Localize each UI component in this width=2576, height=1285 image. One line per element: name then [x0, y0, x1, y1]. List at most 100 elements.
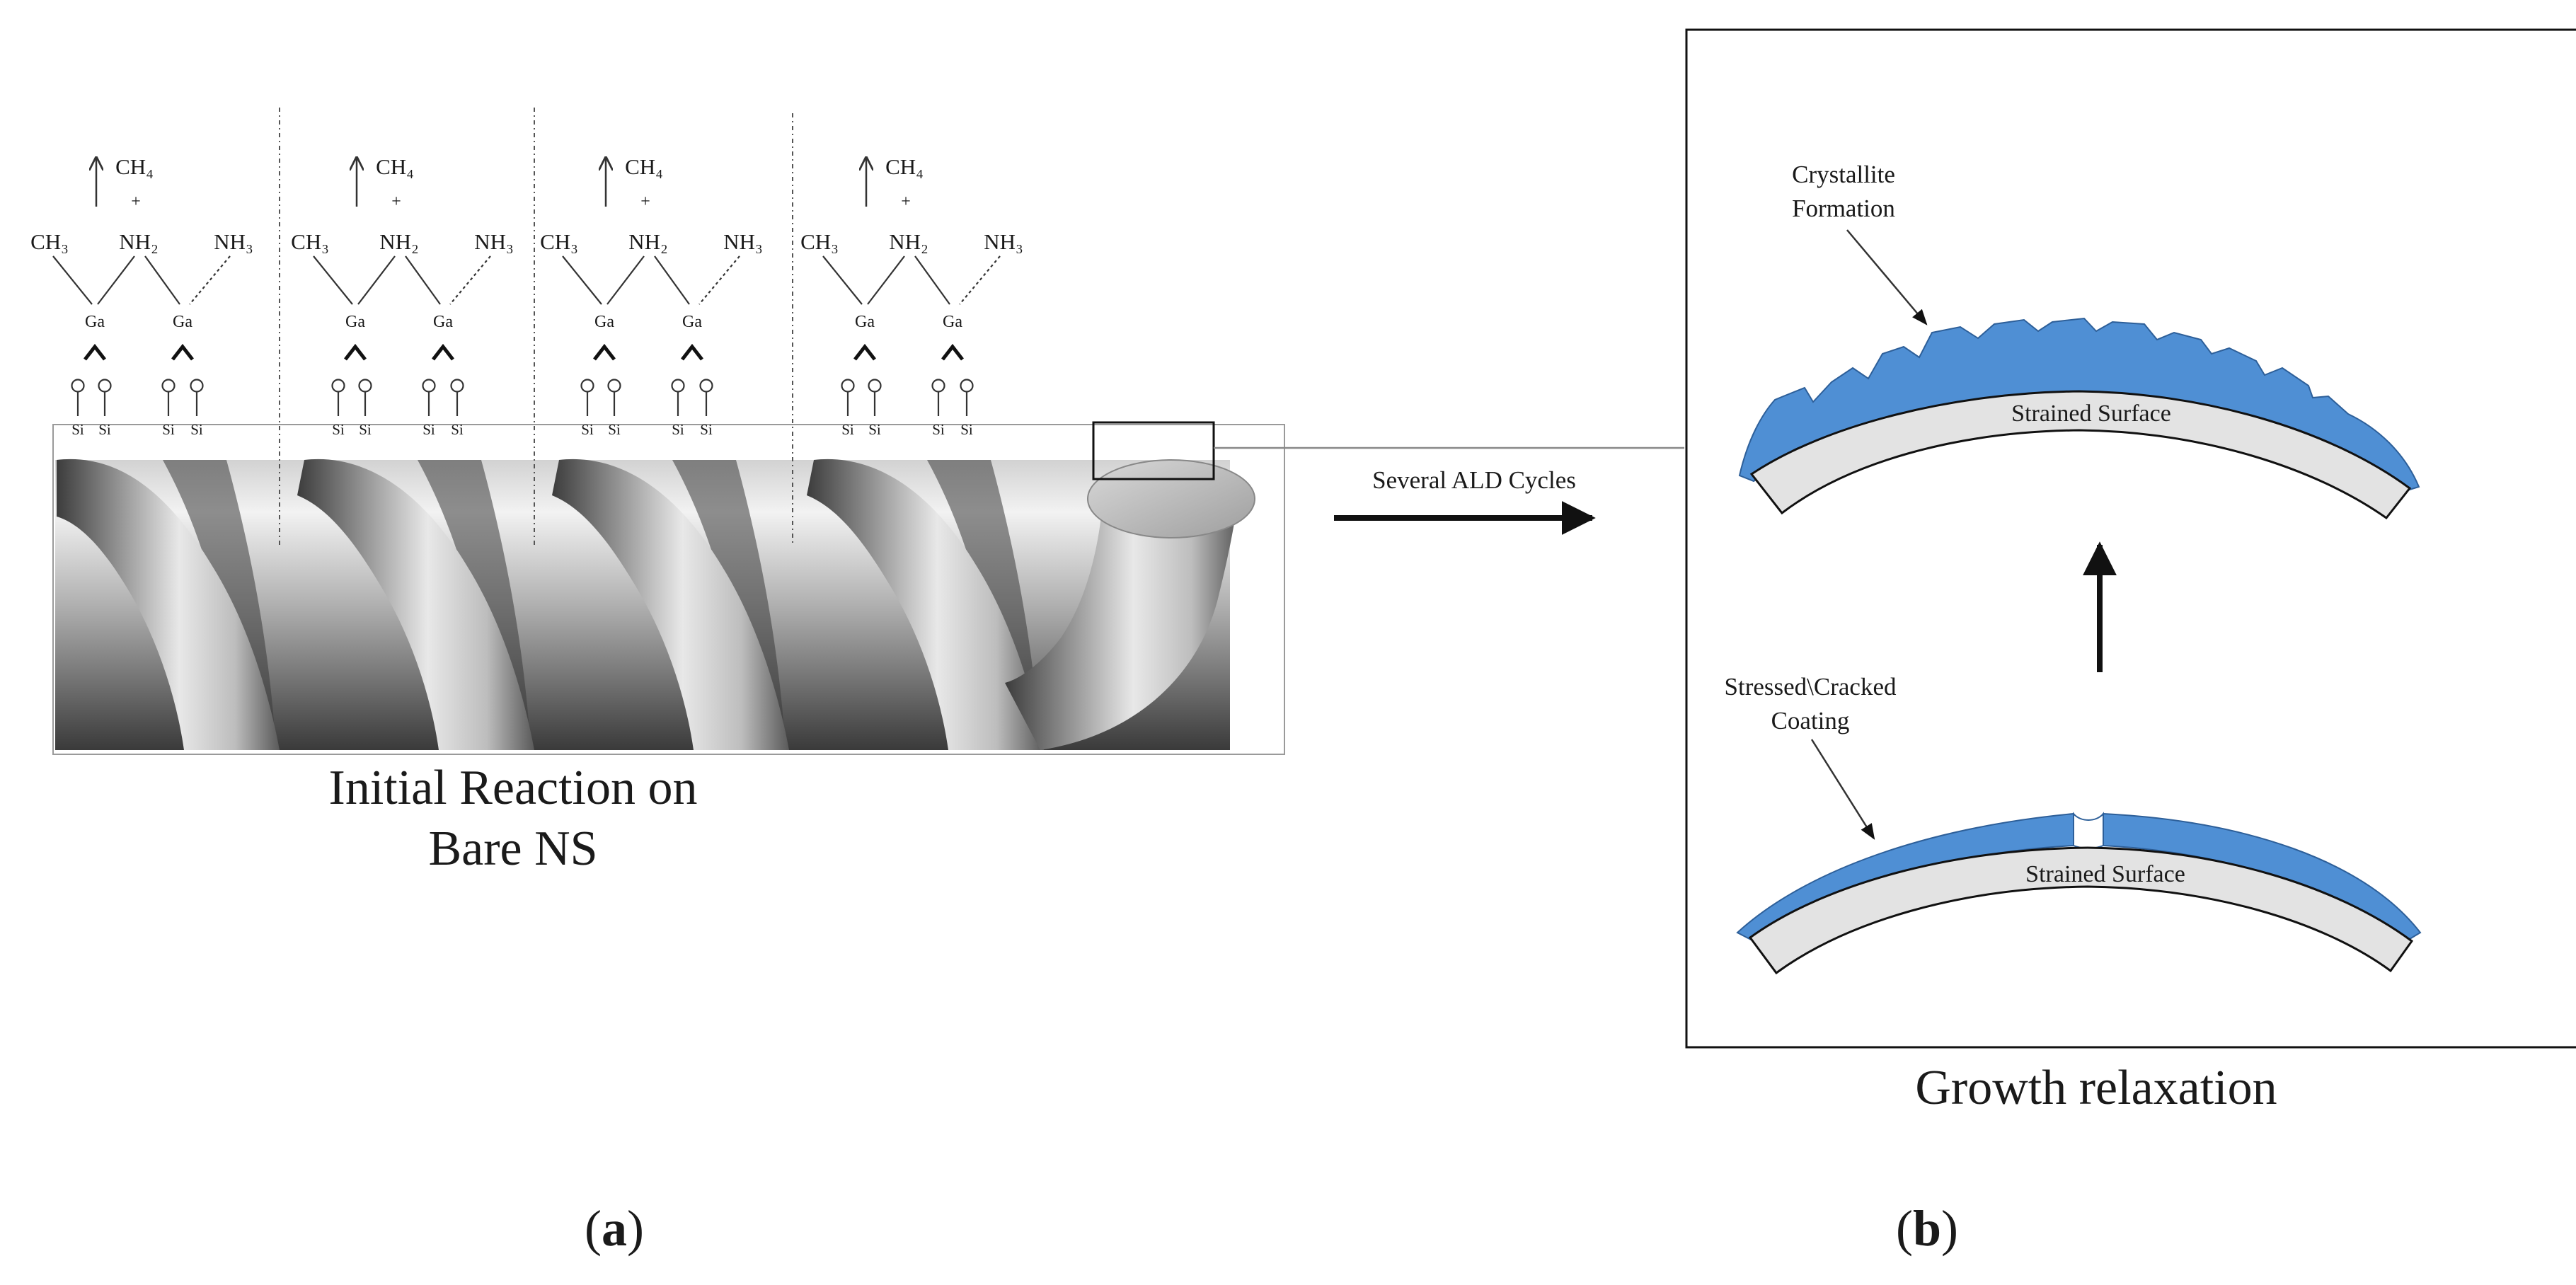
silicon-atom: Si [672, 421, 684, 438]
coil-end-cap [1087, 459, 1255, 538]
gallium-atom: Ga [345, 313, 365, 331]
methyl-ligand: CH₃ [800, 229, 839, 254]
bond-line [357, 255, 396, 305]
oxygen-atom [450, 379, 464, 393]
helical-nanospring [55, 459, 1255, 750]
silicon-atom: Si [422, 421, 435, 438]
ammonia-ligand: NH₃ [984, 229, 1023, 254]
methane-label: CH₄ [885, 154, 924, 179]
silicon-atom: Si [700, 421, 713, 438]
oxygen-atom [331, 379, 345, 393]
gallium-atom: Ga [433, 313, 453, 331]
coil-end [1005, 488, 1238, 750]
silicon-atom: Si [932, 421, 945, 438]
methane-label: CH₄ [376, 154, 414, 179]
plus-sign: + [131, 192, 141, 211]
bond-line [606, 255, 645, 305]
cracked-label-line1: Stressed\Cracked [1725, 673, 1897, 701]
silicon-atom: Si [71, 421, 84, 438]
silicon-atom: Si [868, 421, 881, 438]
panel-a-caption-line2: Bare NS [428, 822, 597, 876]
oxygen-atom [699, 379, 713, 393]
methane-label: CH₄ [115, 154, 154, 179]
panel-a-label-close: ) [627, 1200, 644, 1257]
ammonia-ligand: NH₃ [474, 229, 514, 254]
panel-a-caption-line1: Initial Reaction on [329, 761, 698, 815]
amide-ligand: NH₂ [889, 229, 928, 254]
strained-substrate-bottom [1748, 846, 2414, 975]
crack-gap [2073, 812, 2104, 849]
coil-band [807, 459, 1044, 750]
oxygen-atom [607, 379, 621, 393]
bond-line [313, 255, 353, 305]
cracked-pointer [1810, 739, 1875, 840]
transition: Several ALD Cycles [1334, 466, 1596, 535]
oxygen-atom [71, 379, 85, 393]
silicon-atom: Si [451, 421, 464, 438]
gallium-atom: Ga [173, 313, 192, 331]
oxygen-atom [422, 379, 436, 393]
plus-sign: + [640, 192, 650, 211]
bond-line [654, 255, 690, 305]
panel-b-label-open: ( [1896, 1200, 1913, 1257]
silicon-atom: Si [98, 421, 111, 438]
oxygen-atom [931, 379, 945, 393]
coil-band [57, 459, 280, 750]
silicon-atom: Si [162, 421, 175, 438]
crystallite-pointer [1846, 229, 1928, 325]
gallium-atom: Ga [594, 313, 614, 331]
chevron-bond-icon [171, 343, 194, 361]
gallium-atom: Ga [682, 313, 702, 331]
ald-cycles-label: Several ALD Cycles [1372, 466, 1576, 494]
chevron-bond-icon [432, 343, 454, 361]
bond-line [52, 255, 93, 305]
silicon-atom: Si [332, 421, 345, 438]
silicon-atom: Si [841, 421, 854, 438]
chevron-bond-icon [84, 343, 106, 361]
crystallite-label-line2: Formation [1792, 195, 1895, 222]
panel-b-label: (b) [1896, 1200, 1958, 1257]
chevron-bond-icon [853, 343, 876, 361]
oxygen-atom [580, 379, 594, 393]
bond-dashed [189, 255, 231, 305]
gallium-atom: Ga [855, 313, 875, 331]
strained-substrate-top [1749, 390, 2412, 520]
oxygen-atom [190, 379, 204, 393]
cracked-label-line2: Coating [1771, 707, 1850, 734]
amide-ligand: NH₂ [119, 229, 159, 254]
panel-b-caption: Growth relaxation [1915, 1061, 2277, 1115]
crystallite-structure: Strained Surface Crystallite Formation [1738, 161, 2420, 520]
bond-line [144, 255, 180, 305]
silicon-atom: Si [608, 421, 621, 438]
panel-a-label-open: ( [585, 1200, 602, 1257]
oxygen-atom [161, 379, 176, 393]
chevron-bond-icon [593, 343, 616, 361]
bond-dashed [449, 255, 491, 305]
ammonia-ligand: NH₃ [723, 229, 763, 254]
coil-band [297, 459, 534, 750]
methyl-ligand: CH₃ [291, 229, 329, 254]
ammonia-ligand: NH₃ [214, 229, 253, 254]
panel-b: Strained Surface Crystallite Formation S… [1685, 28, 2576, 1257]
silicon-atom: Si [581, 421, 594, 438]
plus-sign: + [391, 192, 401, 211]
methyl-ligand: CH₃ [540, 229, 578, 254]
bond-dashed [698, 255, 740, 305]
gallium-atom: Ga [85, 313, 105, 331]
bond-dashed [959, 255, 1001, 305]
bottom-surface-label: Strained Surface [2025, 861, 2185, 887]
silicon-atom: Si [190, 421, 203, 438]
bond-line [867, 255, 905, 305]
oxygen-atom [960, 379, 974, 393]
cracked-structure: Strained Surface Stressed\Cracked Coatin… [1725, 673, 2422, 975]
gallium-atom: Ga [943, 313, 962, 331]
oxygen-atom [868, 379, 882, 393]
chevron-bond-icon [344, 343, 367, 361]
plus-sign: + [901, 192, 911, 211]
amide-ligand: NH₂ [628, 229, 668, 254]
